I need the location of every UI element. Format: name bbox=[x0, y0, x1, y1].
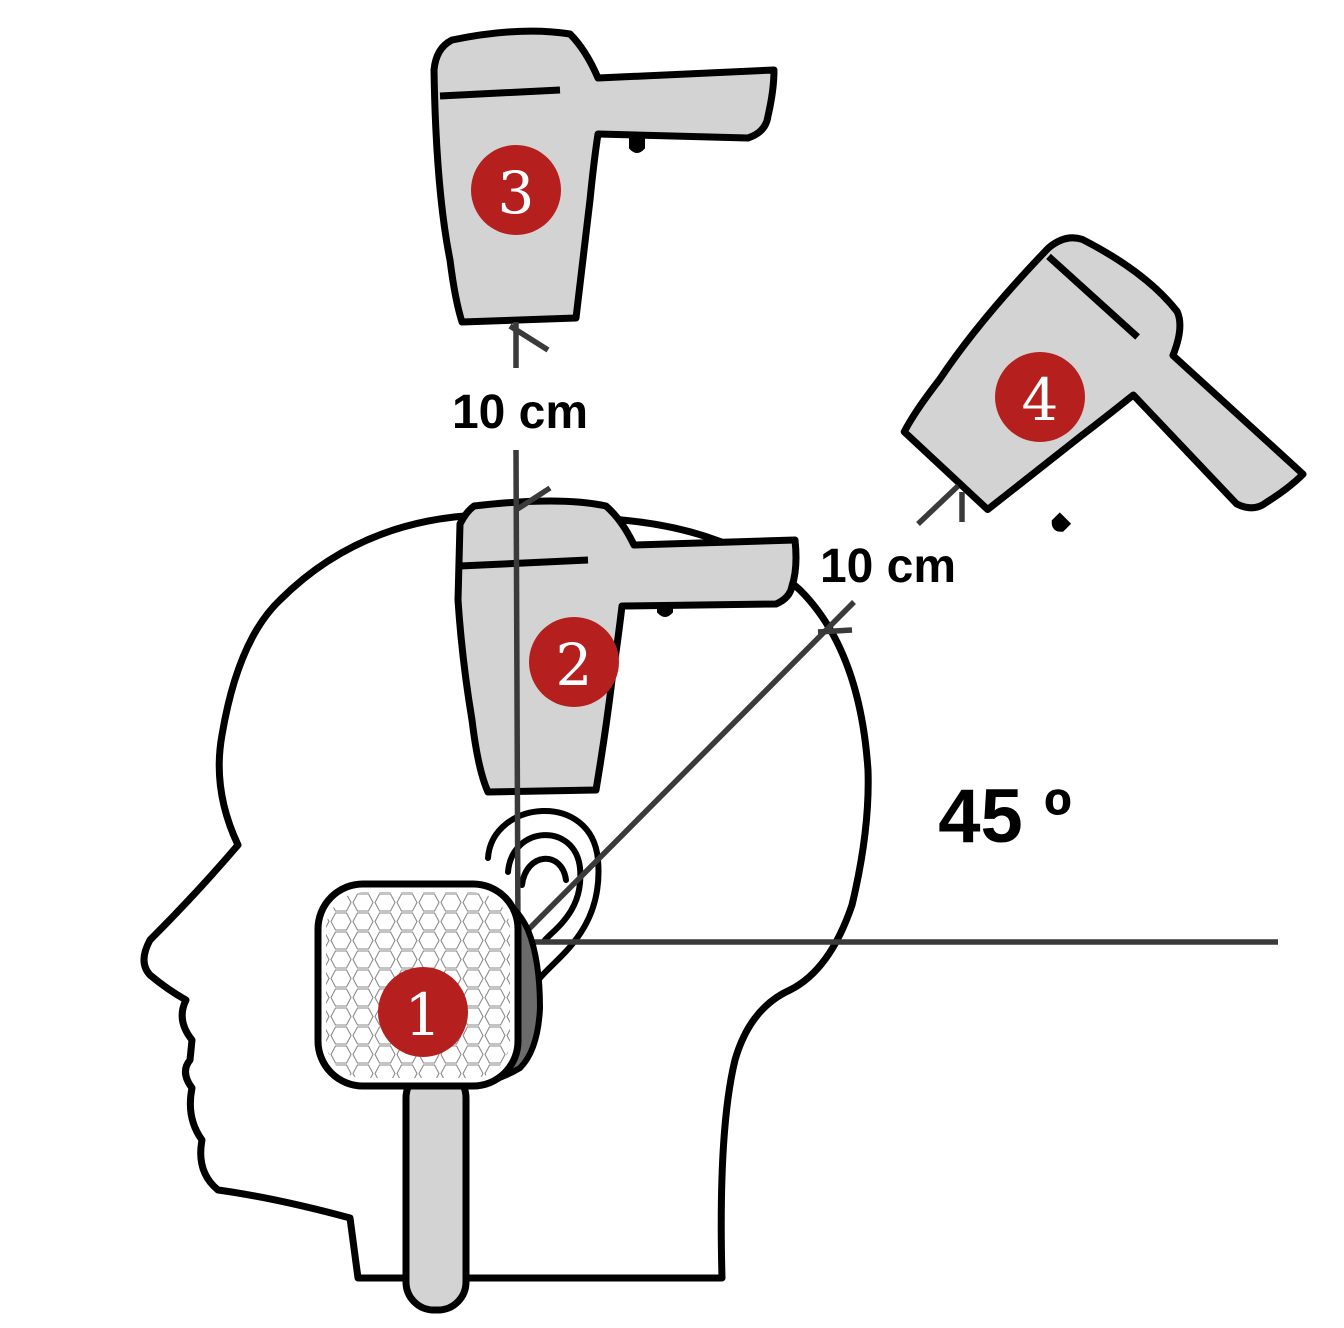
distance-label-diagonal: 10 cm bbox=[820, 540, 956, 593]
marker-1: 1 bbox=[378, 967, 468, 1057]
marker-3: 3 bbox=[471, 145, 561, 235]
marker-1-number: 1 bbox=[405, 981, 442, 1049]
hair-dryer-4 bbox=[900, 234, 1307, 532]
marker-4: 4 bbox=[995, 352, 1085, 442]
hair-dryer-3 bbox=[430, 27, 778, 326]
distance-label-top: 10 cm bbox=[452, 386, 588, 439]
marker-2-number: 2 bbox=[556, 631, 593, 699]
marker-4-number: 4 bbox=[1022, 366, 1059, 434]
marker-2: 2 bbox=[529, 617, 619, 707]
ear bbox=[485, 808, 602, 981]
angle-label: 45 º bbox=[938, 774, 1071, 859]
guide-lines bbox=[508, 322, 1278, 945]
marker-3-number: 3 bbox=[498, 159, 535, 227]
